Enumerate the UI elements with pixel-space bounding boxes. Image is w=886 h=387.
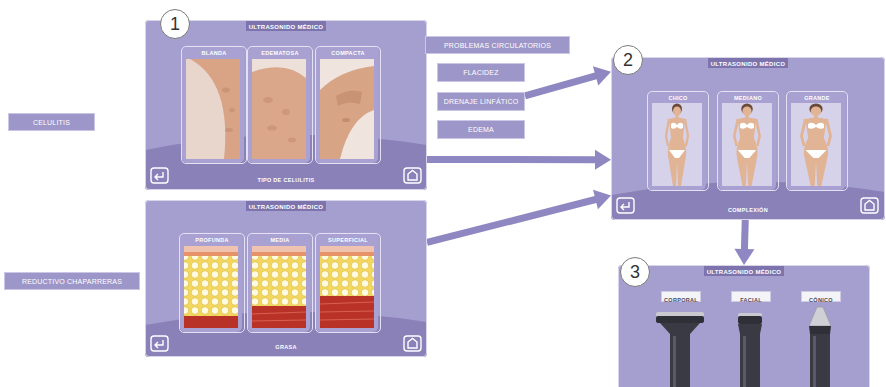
device-screen: ULTRASONIDO MÉDICO COMPLEXIÓN CHICO MEDIANO…: [611, 57, 885, 220]
treatment-label: DRENAJE LINFÁTICO: [437, 92, 525, 111]
option-panel: PROFUNDA: [179, 233, 245, 333]
node-label: FLACIDEZ: [463, 69, 498, 76]
device-screen: ULTRASONIDO MÉDICOTIPO DE CELULITISBLAND…: [145, 20, 427, 190]
arrow-shaft: [427, 199, 596, 242]
treatment-label: EDEMA: [437, 120, 525, 139]
node-label: PROFUNDA: [180, 237, 244, 243]
option-panel: MEDIA: [247, 233, 313, 333]
callout-number-text: 1: [170, 15, 180, 33]
arrow-shaft: [741, 220, 749, 250]
arrow-shaft: [525, 76, 597, 96]
node-label: CÓNICO: [809, 297, 833, 303]
option-panel: GRANDE: [786, 91, 848, 191]
flow-arrow: [427, 190, 611, 243]
node-label: PROBLEMAS CIRCULATORIOS: [444, 42, 551, 49]
node-label: BLANDA: [182, 50, 246, 56]
callout-number: 3: [620, 257, 650, 287]
cellulite-photos: [182, 45, 378, 163]
treatment-label: PROBLEMAS CIRCULATORIOS: [425, 36, 570, 54]
handpiece-button: CORPORAL: [661, 291, 701, 302]
arrow-head: [593, 66, 611, 85]
screen-background: [611, 57, 885, 220]
screen-title: ULTRASONIDO MÉDICO: [612, 61, 884, 67]
handpiece-illustrations: [656, 307, 831, 387]
screen-caption: TIPO DE CELULITIS: [146, 177, 426, 183]
body-size-illustrations: [648, 90, 845, 190]
node-label: REDUCTIVO CHAPARRERAS: [22, 278, 122, 285]
node-label: MEDIANO: [718, 95, 778, 101]
node-label: DRENAJE LINFÁTICO: [444, 98, 519, 105]
callout-number-text: 3: [630, 263, 640, 281]
node-label: EDEMATOSA: [248, 50, 312, 56]
option-panel: MEDIANO: [717, 91, 779, 191]
option-panel: CHICO: [647, 91, 709, 191]
screen-background: [145, 20, 427, 190]
option-panel: COMPACTA: [315, 46, 381, 164]
flow-arrow: [525, 66, 611, 95]
node-label: SUPERFICIAL: [316, 237, 380, 243]
node-label: COMPACTA: [316, 50, 380, 56]
flow-arrow: [734, 220, 754, 265]
handpiece-button: FACIAL: [731, 291, 771, 302]
arrow-shaft: [427, 156, 596, 163]
callout-number: 2: [613, 45, 643, 75]
node-label: EDEMA: [468, 126, 494, 133]
screen-title: ULTRASONIDO MÉDICO: [146, 204, 426, 210]
node-label: GRANDE: [787, 95, 847, 101]
device-screen: ULTRASONIDO MÉDICO CORPORAL FACIAL CÓNICO: [618, 265, 870, 387]
handpiece-button: CÓNICO: [801, 291, 841, 302]
device-screen: ULTRASONIDO MÉDICO GRASA PROFUNDA MEDIA SUPE…: [145, 200, 427, 357]
node-label: CORPORAL: [664, 297, 698, 303]
screen-title: ULTRASONIDO MÉDICO: [619, 269, 869, 275]
treatment-label: REDUCTIVO CHAPARRERAS: [4, 272, 140, 290]
option-panel: EDEMATOSA: [247, 46, 313, 164]
callout-number-text: 2: [623, 51, 633, 69]
node-label: MEDIA: [248, 237, 312, 243]
arrow-head: [593, 190, 611, 209]
fat-layer-illustrations: [180, 232, 378, 332]
option-panel: BLANDA: [181, 46, 247, 164]
callout-number: 1: [160, 9, 190, 39]
treatment-label: CELULITIS: [8, 113, 95, 131]
arrow-head: [734, 249, 754, 265]
flow-arrow: [427, 150, 611, 170]
screen-background: [145, 200, 427, 357]
screen-caption: GRASA: [146, 344, 426, 350]
node-label: CHICO: [648, 95, 708, 101]
screen-caption: COMPLEXIÓN: [612, 207, 884, 213]
screen-background: [618, 265, 870, 387]
node-label: FACIAL: [740, 297, 762, 303]
arrow-head: [595, 150, 611, 170]
treatment-label: FLACIDEZ: [437, 63, 525, 82]
node-label: CELULITIS: [33, 119, 70, 126]
option-panel: SUPERFICIAL: [315, 233, 381, 333]
